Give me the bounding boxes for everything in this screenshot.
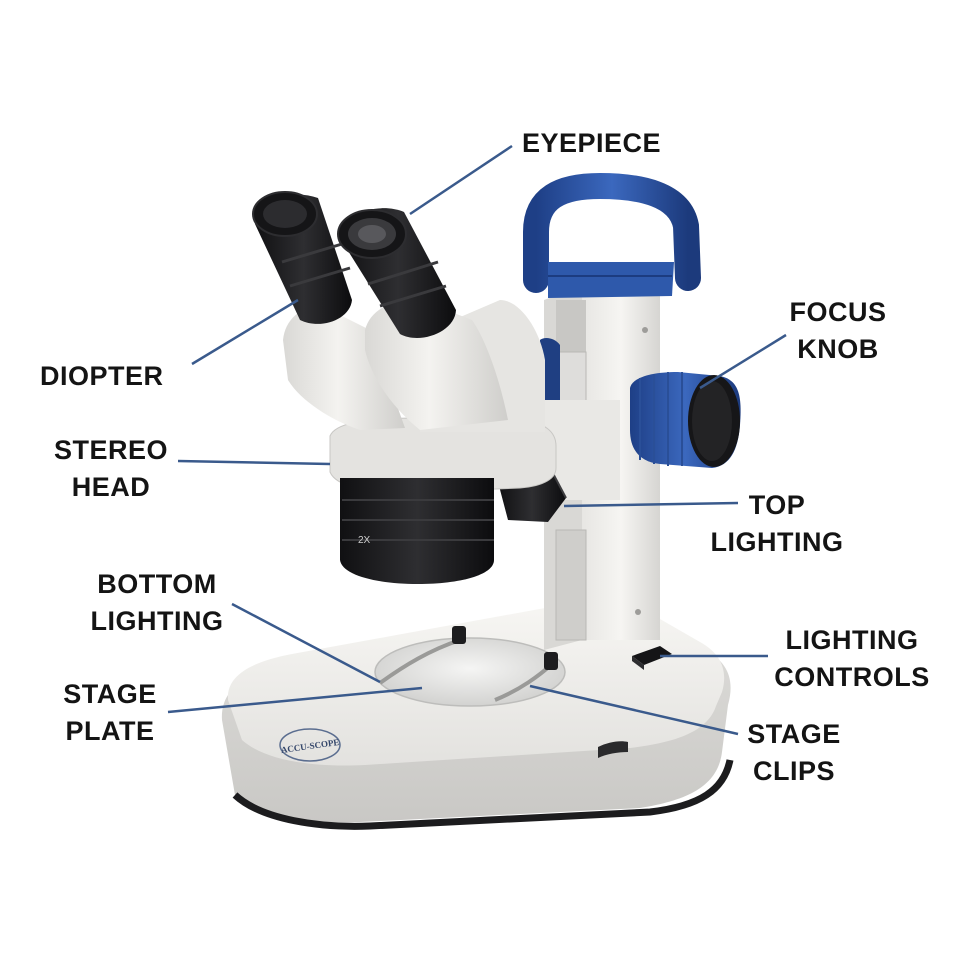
label-top-lighting-line-2: LIGHTING — [700, 524, 854, 561]
leader-line-focus-knob — [700, 335, 786, 388]
label-eyepiece-line-1: EYEPIECE — [522, 125, 661, 162]
carry-handle — [536, 186, 688, 298]
leader-line-stereo-head — [178, 461, 330, 464]
label-diopter-line-1: DIOPTER — [40, 358, 164, 395]
label-top-lighting: TOP LIGHTING — [700, 487, 854, 561]
label-stage-clips-line-2: CLIPS — [736, 753, 852, 790]
label-lighting-controls-line-2: CONTROLS — [764, 659, 940, 696]
label-stereo-head-line-2: HEAD — [36, 469, 186, 506]
label-stage-plate-line-1: STAGE — [52, 676, 168, 713]
label-stage-plate: STAGE PLATE — [52, 676, 168, 750]
label-stage-plate-line-2: PLATE — [52, 713, 168, 750]
label-stage-clips-line-1: STAGE — [736, 716, 852, 753]
label-focus-knob-line-2: KNOB — [776, 331, 900, 368]
focus-knob-graphic — [630, 372, 741, 468]
label-focus-knob: FOCUS KNOB — [776, 294, 900, 368]
objective-magnification-text: 2X — [358, 535, 371, 546]
label-stage-clips: STAGE CLIPS — [736, 716, 852, 790]
label-diopter: DIOPTER — [40, 358, 164, 395]
label-bottom-lighting: BOTTOM LIGHTING — [78, 566, 236, 640]
label-top-lighting-line-1: TOP — [700, 487, 854, 524]
leader-line-diopter — [192, 300, 298, 364]
label-stereo-head-line-1: STEREO — [36, 432, 186, 469]
label-lighting-controls-line-1: LIGHTING — [764, 622, 940, 659]
label-bottom-lighting-line-1: BOTTOM — [78, 566, 236, 603]
label-lighting-controls: LIGHTING CONTROLS — [764, 622, 940, 696]
label-focus-knob-line-1: FOCUS — [776, 294, 900, 331]
label-bottom-lighting-line-2: LIGHTING — [78, 603, 236, 640]
label-eyepiece: EYEPIECE — [522, 125, 661, 162]
right-eyepiece-graphic — [338, 208, 456, 338]
label-stereo-head: STEREO HEAD — [36, 432, 186, 506]
stage-plate-graphic — [375, 638, 565, 706]
leader-line-eyepiece — [410, 146, 512, 214]
left-eyepiece-graphic — [253, 192, 352, 324]
